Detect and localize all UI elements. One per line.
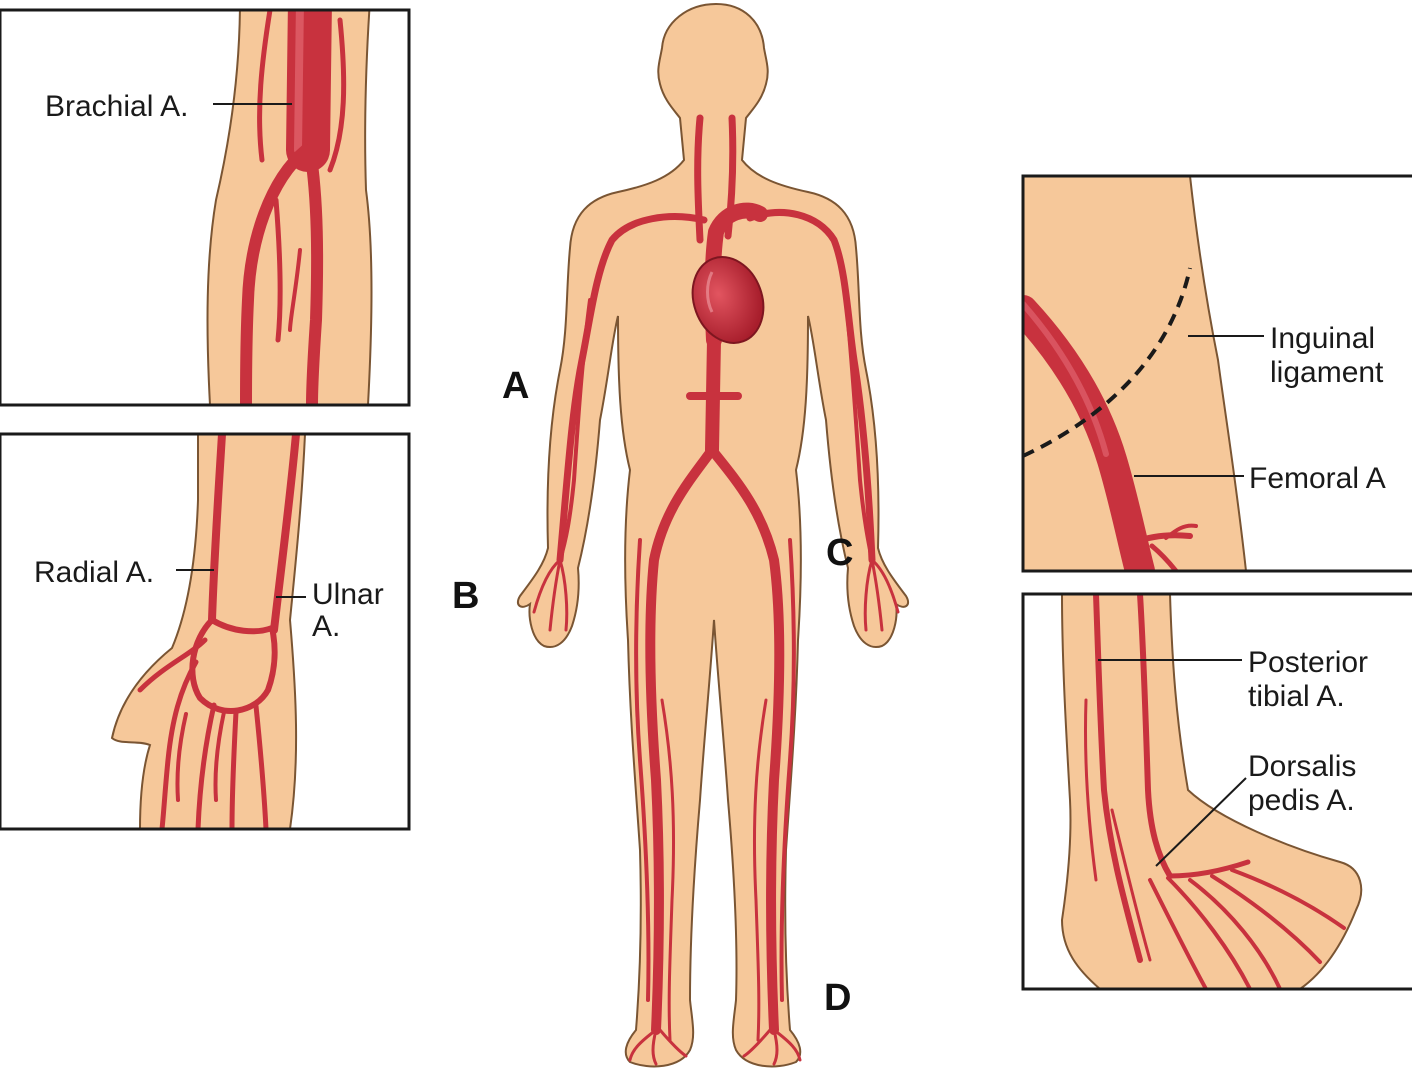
radial-label: Radial A. <box>34 556 154 589</box>
site-marker-d: D <box>824 977 851 1019</box>
site-marker-b: B <box>452 575 479 617</box>
site-marker-c: C <box>826 532 853 574</box>
ulnar-label-line-2: A. <box>312 610 340 643</box>
groin-inset-panel: Inguinal ligament Femoral A <box>1023 176 1412 571</box>
site-marker-a: A <box>502 365 529 407</box>
brachial-label: Brachial A. <box>45 90 188 123</box>
dorsalis-pedis-label-line-2: pedis A. <box>1248 784 1355 817</box>
posterior-tibial-label-line-2: tibial A. <box>1248 680 1345 713</box>
dorsalis-pedis-label-line-1: Dorsalis <box>1248 750 1356 783</box>
inguinal-label-line-1: Inguinal <box>1270 322 1375 355</box>
wrist-inset-panel: Radial A. Ulnar A. <box>0 434 409 829</box>
femoral-label: Femoral A <box>1249 462 1386 495</box>
brachial-inset-panel: Brachial A. <box>0 0 409 405</box>
inguinal-label-line-2: ligament <box>1270 356 1384 389</box>
foot-inset-panel: Posterior tibial A. Dorsalis pedis A. <box>1023 594 1412 989</box>
posterior-tibial-label-line-1: Posterior <box>1248 646 1368 679</box>
ulnar-label-line-1: Ulnar <box>312 578 384 611</box>
